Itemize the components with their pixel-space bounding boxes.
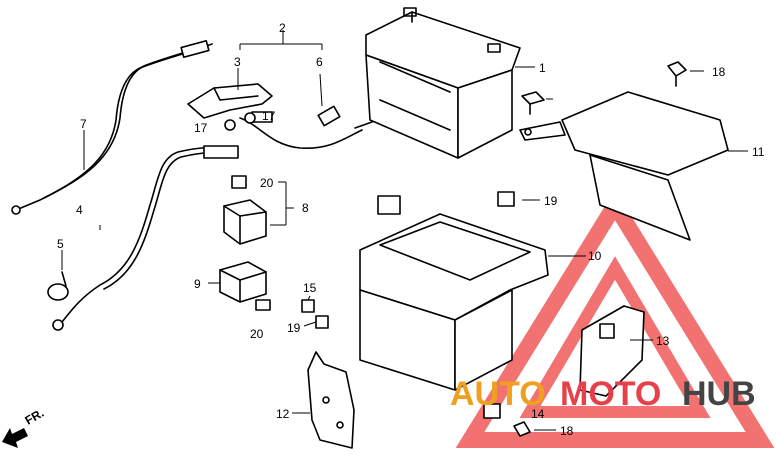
- callout-numbers: 1 2 3 4 5 6 7 8 9 10 11 12 13 14 15 17 1…: [57, 21, 765, 438]
- callout-18-lower: 18: [560, 424, 574, 438]
- watermark-text: AUTO MOTO HUB: [450, 375, 756, 413]
- watermark-part2: MOTO: [560, 375, 661, 413]
- callout-5: 5: [57, 237, 64, 251]
- front-direction-indicator: FR.: [2, 406, 46, 448]
- battery-holder: [519, 91, 729, 241]
- watermark-part1: AUTO: [450, 375, 546, 413]
- callout-20-upper: 20: [260, 176, 274, 190]
- plate-12: [307, 351, 355, 449]
- watermark-part3: HUB: [682, 375, 756, 413]
- terminal-cover: [187, 83, 273, 119]
- callout-1: 1: [539, 61, 546, 75]
- battery-positive-cable: [239, 105, 373, 149]
- callout-8: 8: [302, 201, 309, 215]
- callout-13: 13: [656, 334, 670, 348]
- callout-17-right: 17: [262, 109, 276, 123]
- clip-15-19: [301, 299, 329, 329]
- cover-13: [579, 305, 645, 397]
- leader-lines: [61, 66, 748, 431]
- bolt-18-lower: [513, 421, 531, 437]
- callout-14: 14: [531, 407, 545, 421]
- callout-3: 3: [234, 55, 241, 69]
- callout-19-upper: 19: [544, 194, 558, 208]
- callout-9: 9: [194, 277, 201, 291]
- starter-relay: [223, 175, 267, 245]
- callout-6: 6: [316, 55, 323, 69]
- relay: [219, 261, 271, 311]
- callout-20-lower: 20: [250, 327, 264, 341]
- callout-15: 15: [303, 281, 317, 295]
- callout-18-upper: 18: [712, 65, 726, 79]
- ground-cable: [11, 40, 213, 215]
- callout-7: 7: [80, 117, 87, 131]
- callout-11: 11: [752, 145, 765, 159]
- battery: [365, 7, 521, 159]
- front-arrow-icon: [2, 428, 28, 448]
- front-label: FR.: [23, 406, 47, 428]
- callout-4: 4: [76, 203, 83, 217]
- watermark-logo: [455, 189, 775, 448]
- starter-cable: [47, 145, 239, 331]
- bolt-18-upper: [667, 61, 687, 87]
- bolts-17: [224, 112, 256, 131]
- callout-17-left: 17: [194, 121, 208, 135]
- callout-2: 2: [279, 21, 286, 35]
- battery-box: [359, 191, 549, 391]
- callout-10: 10: [588, 249, 602, 263]
- callout-19-lower: 19: [287, 321, 301, 335]
- bolt-16: [521, 91, 545, 115]
- callout-12: 12: [276, 407, 290, 421]
- leader-2: [239, 30, 323, 50]
- clip-14: [483, 403, 501, 419]
